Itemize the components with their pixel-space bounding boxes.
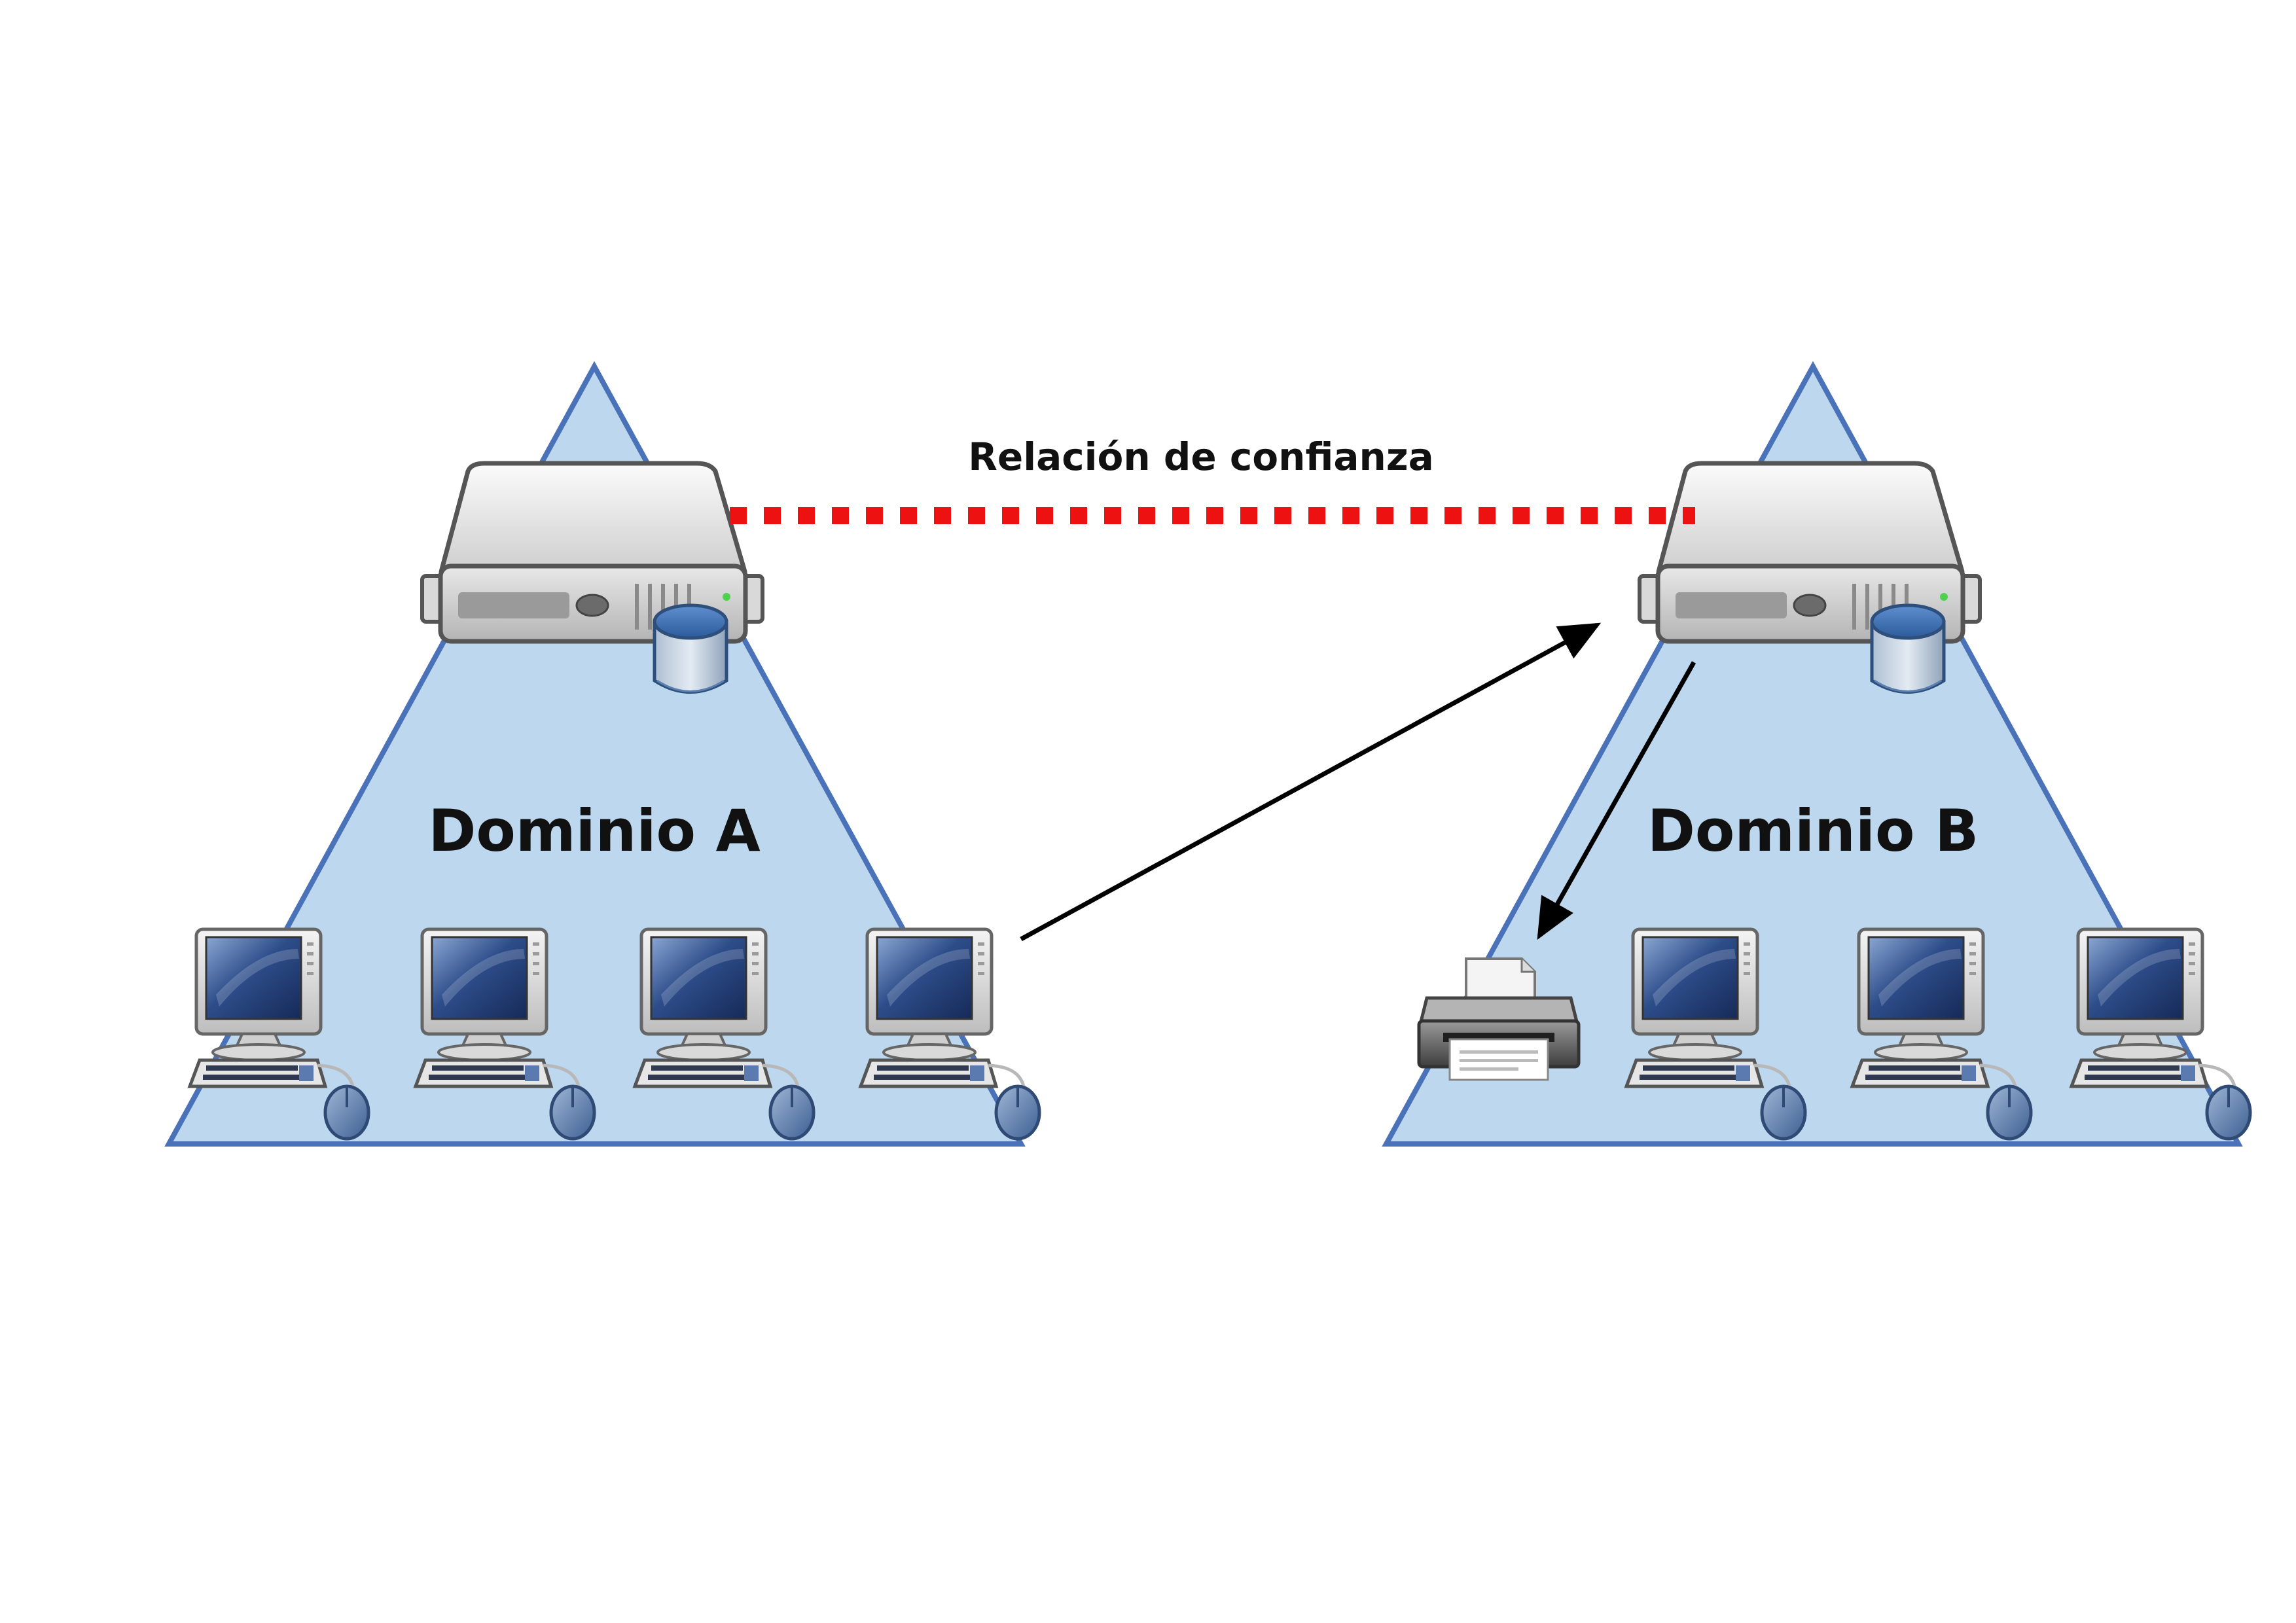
- domain-a: Dominio A: [164, 361, 1039, 1147]
- arrow-workstation-to-server-b: [1020, 622, 1602, 942]
- domain-b-label: Dominio B: [1647, 797, 1979, 865]
- domain-a-label: Dominio A: [428, 797, 760, 865]
- domain-b: Dominio B: [1382, 361, 2250, 1147]
- trust-link-label: Relación de confianza: [968, 435, 1434, 479]
- domain-b-database-icon: [1872, 605, 1944, 692]
- arrow-server-b-to-printer: [1537, 661, 1696, 940]
- domain-a-database-icon: [655, 605, 726, 692]
- trust-relationship: Relación de confianza: [730, 435, 1695, 524]
- domain-b-triangle: [1382, 361, 2243, 1147]
- domain-a-triangle: [164, 361, 1026, 1147]
